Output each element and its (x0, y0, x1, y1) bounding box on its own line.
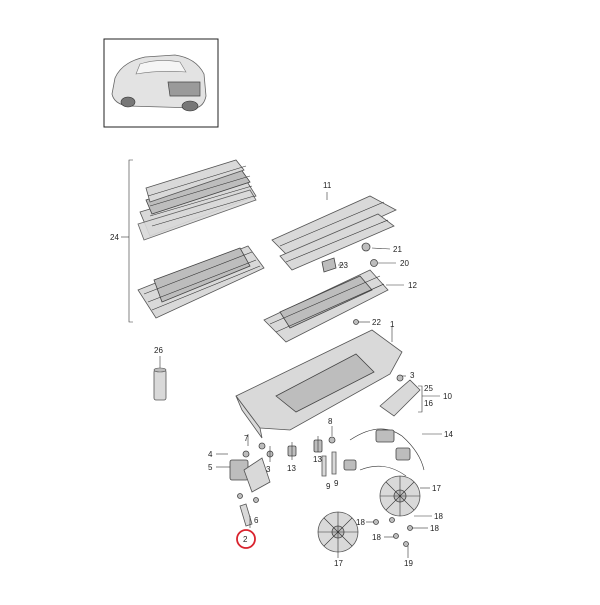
label-20: 20 (400, 259, 409, 268)
label-17-left: 17 (334, 559, 343, 568)
label-26: 26 (154, 346, 163, 355)
label-23: 23 (339, 261, 348, 270)
label-1: 1 (390, 320, 395, 329)
label-11: 11 (323, 181, 332, 190)
label-24: 24 (110, 233, 119, 242)
label-4: 4 (208, 450, 213, 459)
leader-lines (159, 192, 442, 558)
label-13-center: 13 (287, 464, 296, 473)
highlight-ring (236, 529, 256, 549)
fastener-22 (353, 319, 359, 325)
label-18-d: 18 (372, 533, 381, 542)
group-bracket-24 (121, 159, 133, 323)
label-18-c: 18 (430, 524, 439, 533)
wiring-harness (343, 379, 425, 477)
grille-12 (263, 269, 389, 343)
label-7: 7 (244, 434, 249, 443)
label-5: 5 (208, 463, 213, 472)
fan-17-right (379, 475, 421, 517)
label-10: 10 (443, 392, 452, 401)
label-3-right: 3 (410, 371, 415, 380)
label-21: 21 (393, 245, 402, 254)
label-16: 16 (424, 399, 433, 408)
highlighted-part-2[interactable]: 2 (236, 529, 256, 549)
callout-labels: 11 21 20 23 12 22 1 24 26 3 25 10 16 7 8… (110, 181, 453, 568)
label-25: 25 (424, 384, 433, 393)
fastener-21 (361, 242, 371, 252)
label-22: 22 (372, 318, 381, 327)
fasteners-18-19 (373, 374, 413, 547)
label-18-a: 18 (356, 518, 365, 527)
fan-17-left (317, 511, 359, 553)
engine-lid-1 (235, 329, 403, 439)
label-8: 8 (328, 417, 333, 426)
label-18-b: 18 (434, 512, 443, 521)
cover-slats-11 (271, 195, 397, 271)
label-6: 6 (254, 516, 259, 525)
clip-23 (321, 257, 337, 273)
grille-upper (137, 159, 257, 241)
hinge-assembly (229, 442, 274, 527)
label-19: 19 (404, 559, 413, 568)
label-14: 14 (444, 430, 453, 439)
label-2: 2 (243, 535, 248, 544)
label-9-right: 9 (334, 479, 339, 488)
label-17-right: 17 (432, 484, 441, 493)
label-3-left: 3 (266, 465, 271, 474)
label-9-left: 9 (326, 482, 331, 491)
fastener-20 (370, 259, 378, 267)
grille-lower (137, 245, 265, 319)
vehicle-thumbnail (103, 38, 219, 128)
label-13-right: 13 (313, 455, 322, 464)
label-12: 12 (408, 281, 417, 290)
canister-26 (153, 367, 167, 401)
